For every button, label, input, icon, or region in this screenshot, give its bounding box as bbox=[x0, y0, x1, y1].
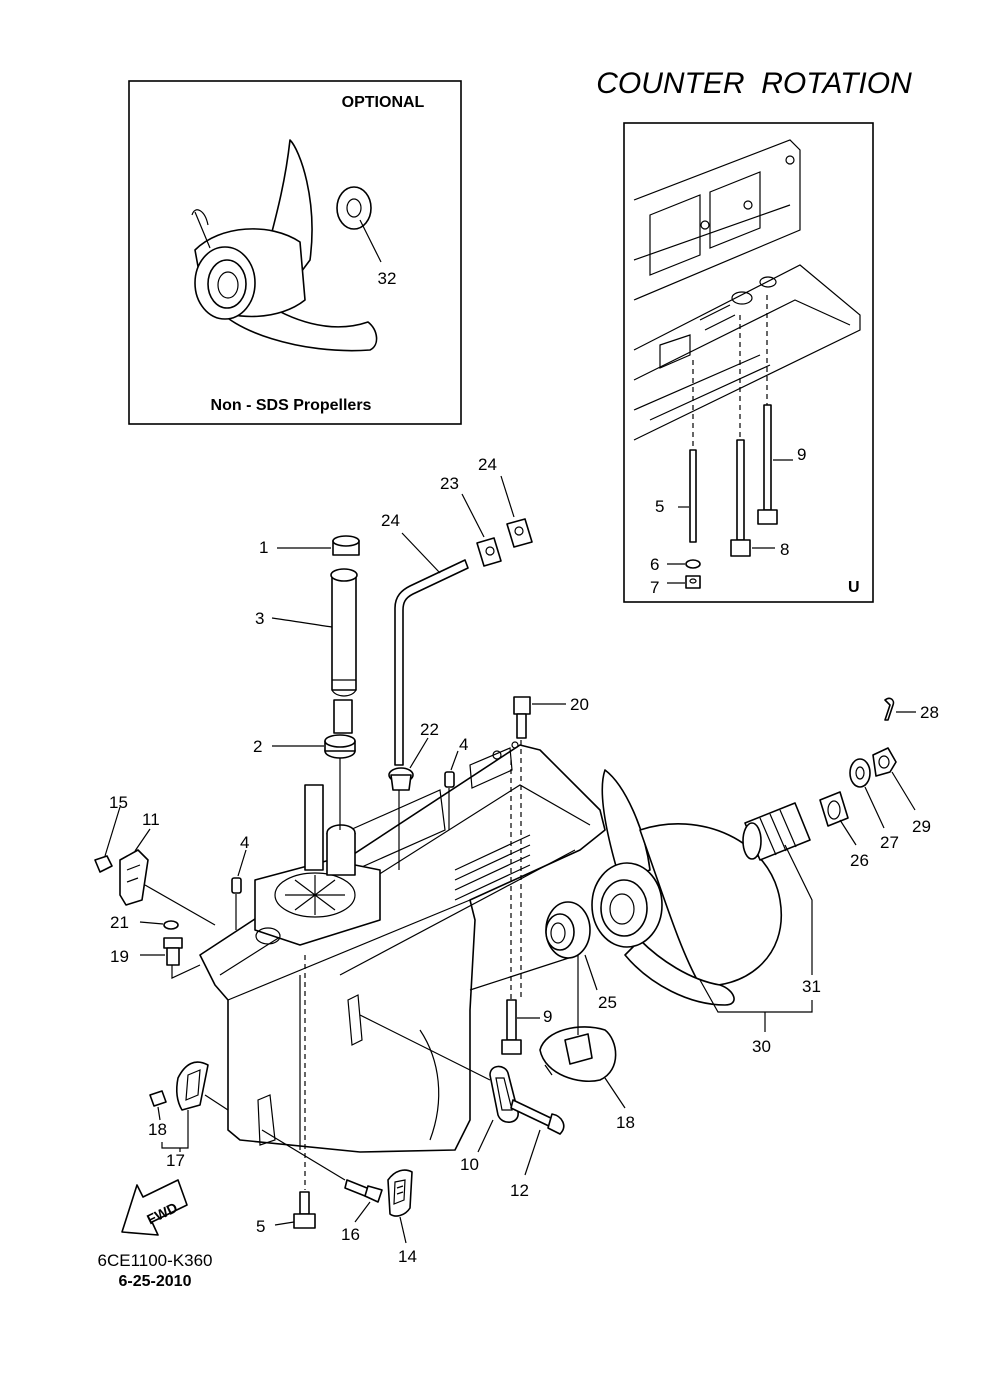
washer-6-inset: 6 bbox=[650, 555, 701, 574]
dowel-4-left: 4 bbox=[231, 833, 249, 930]
tube-23: 24 bbox=[381, 511, 469, 870]
drawing-date: 6-25-2010 bbox=[119, 1273, 192, 1290]
trim-tab-18: 18 19 bbox=[469, 954, 626, 1109]
callout-28: 29 bbox=[912, 817, 931, 836]
bolt-19: 20 bbox=[513, 695, 589, 1000]
screw-17: 16 bbox=[261, 1129, 383, 1244]
diagram-title: COUNTER ROTATION bbox=[596, 67, 912, 100]
thrust-bushing-25: 25 bbox=[545, 901, 617, 1012]
bolt-9-inset: 9 bbox=[757, 404, 806, 525]
hub-31: 31 bbox=[742, 802, 821, 996]
callout-4-upper: 4 bbox=[459, 735, 468, 754]
lower-casing-illustration bbox=[199, 741, 606, 1153]
propeller-30: 30 bbox=[591, 769, 813, 1056]
callout-26: 26 bbox=[850, 851, 869, 870]
nut-7-inset: 7 bbox=[650, 575, 701, 597]
callout-5-inset: 5 bbox=[655, 497, 664, 516]
washer-21: 21 bbox=[110, 913, 179, 932]
callout-24-right: 24 bbox=[478, 455, 497, 474]
callout-23: 24 bbox=[381, 511, 400, 530]
callout-19: 20 bbox=[570, 695, 589, 714]
callout-9-inset: 9 bbox=[797, 445, 806, 464]
inset-housing-sketch bbox=[633, 139, 861, 441]
callout-25: 25 bbox=[598, 993, 617, 1012]
callout-14: 14 bbox=[398, 1247, 417, 1266]
callout-3: 3 bbox=[255, 609, 264, 628]
callout-2: 2 bbox=[253, 737, 262, 756]
grommet-2: 2 bbox=[253, 734, 356, 830]
fitting-20: 19 bbox=[110, 937, 201, 979]
anode-15: 17 bbox=[161, 1061, 229, 1170]
callout-24-left: 23 bbox=[440, 474, 459, 493]
callout-18-label: 18 bbox=[616, 1113, 635, 1132]
callout-10: 10 bbox=[460, 1155, 479, 1174]
inset-code: U bbox=[848, 579, 860, 596]
callout-21: 21 bbox=[110, 913, 129, 932]
seal-1: 1 bbox=[259, 535, 360, 557]
callout-8-inset: 8 bbox=[780, 540, 789, 559]
bolt-9: 9 bbox=[501, 760, 552, 1055]
callout-29: 28 bbox=[920, 703, 939, 722]
thrust-washer-32: 32 bbox=[336, 186, 397, 288]
washer-27: 27 bbox=[849, 758, 899, 852]
callout-6-inset: 6 bbox=[650, 555, 659, 574]
callout-27: 27 bbox=[880, 833, 899, 852]
nut-28: 29 bbox=[872, 747, 931, 836]
screw-13: 15 bbox=[94, 793, 128, 873]
cotter-pin-29: 28 bbox=[884, 697, 939, 722]
inset-box: 5 6 7 8 9 U bbox=[623, 122, 874, 603]
optional-heading: OPTIONAL bbox=[342, 94, 425, 111]
callout-30: 30 bbox=[752, 1037, 771, 1056]
cover-11: 11 bbox=[119, 810, 216, 926]
callout-1: 1 bbox=[259, 538, 268, 557]
callout-11: 11 bbox=[142, 810, 160, 829]
callout-12: 12 bbox=[510, 1181, 529, 1200]
stud-bolt-5-inset: 5 bbox=[655, 449, 697, 543]
grommet-24-right: 24 bbox=[478, 455, 533, 548]
callout-4-left: 4 bbox=[240, 833, 249, 852]
callout-17: 16 bbox=[341, 1225, 360, 1244]
grommet-24-left: 23 bbox=[440, 474, 502, 567]
grommet-22: 22 bbox=[388, 720, 439, 791]
bolt-12: 12 bbox=[510, 1099, 565, 1200]
optional-caption: Non - SDS Propellers bbox=[211, 397, 372, 414]
callout-7-inset: 7 bbox=[650, 578, 659, 597]
non-sds-propeller-illustration bbox=[191, 139, 378, 352]
callout-15: 17 bbox=[166, 1151, 185, 1170]
washer-26: 26 bbox=[819, 791, 869, 870]
callout-20: 19 bbox=[110, 947, 129, 966]
callout-32: 32 bbox=[378, 269, 397, 288]
dowel-4-upper: 4 bbox=[444, 735, 468, 830]
screw-16: 18 bbox=[148, 1090, 167, 1139]
callout-9: 9 bbox=[543, 1007, 552, 1026]
callout-31: 31 bbox=[802, 977, 821, 996]
callout-13: 15 bbox=[109, 793, 128, 812]
callout-5: 5 bbox=[256, 1217, 265, 1236]
callout-22: 22 bbox=[420, 720, 439, 739]
optional-box: OPTIONAL Non - SDS Propellers 32 bbox=[128, 80, 462, 425]
cover-14: 14 bbox=[387, 1169, 417, 1266]
water-tube-3: 3 bbox=[255, 568, 358, 734]
callout-16: 18 bbox=[148, 1120, 167, 1139]
drawing-code: 6CE1100-K360 bbox=[98, 1251, 213, 1270]
bolt-8-inset: 8 bbox=[730, 439, 789, 559]
fwd-arrow-icon: FWD bbox=[121, 1179, 188, 1236]
bolt-5: 5 bbox=[256, 955, 316, 1236]
